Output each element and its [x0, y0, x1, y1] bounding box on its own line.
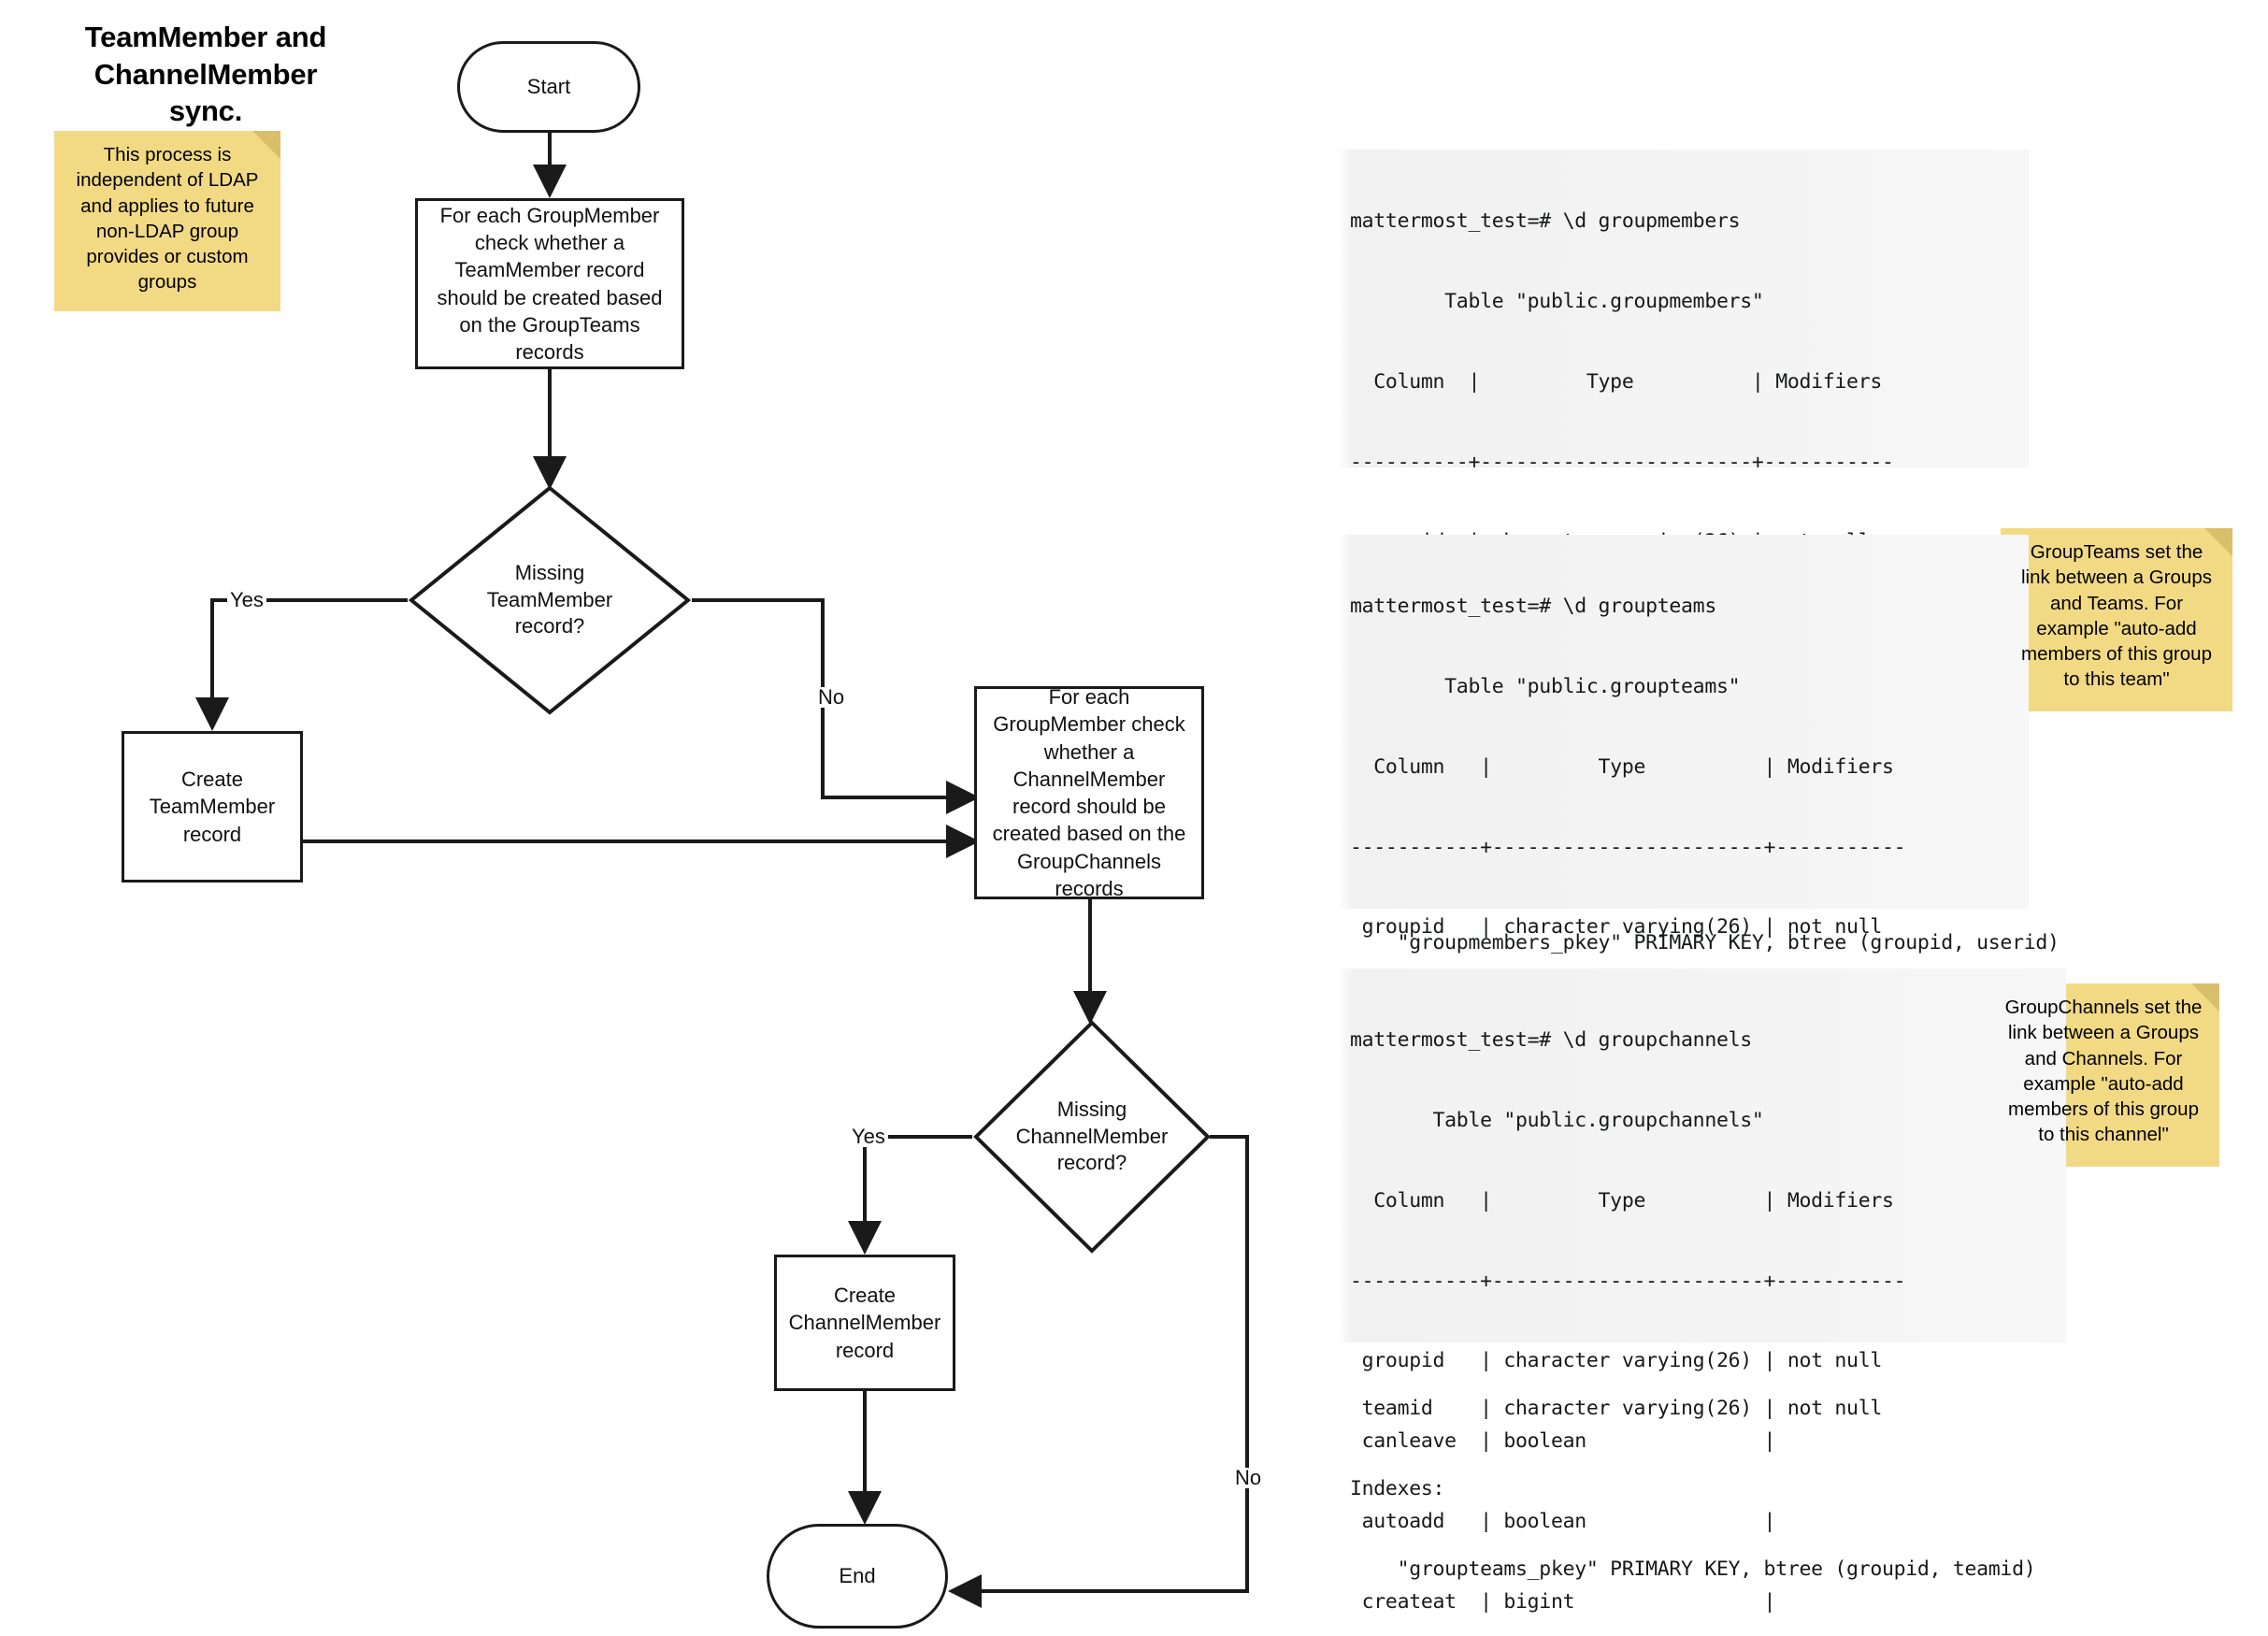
edge-label-teammember-no: No [815, 687, 848, 708]
terminal-line: mattermost_test=# \d groupteams [1350, 595, 1716, 619]
sticky-note-groupteams-text: GroupTeams set the link between a Groups… [2021, 541, 2212, 691]
note-fold-icon [252, 131, 280, 159]
flow-node-start-label: Start [526, 75, 571, 99]
terminal-line: groupid | character varying(26) | not nu… [1350, 915, 1883, 940]
flow-node-process-teammember-label: For each GroupMember check whether a Tea… [437, 203, 663, 364]
edge-decision1-yes [195, 598, 408, 731]
terminal-line: groupid | character varying(26) | not nu… [1350, 1349, 1883, 1373]
flow-node-create-channelmember-label: Create ChannelMember record [788, 1284, 941, 1362]
terminal-output-groupteams: mattermost_test=# \d groupteams Table "p… [1337, 535, 2036, 1581]
terminal-line: -----------+-----------------------+----… [1350, 1269, 1906, 1293]
sticky-note-ldap-text: This process is independent of LDAP and … [76, 144, 259, 294]
flow-node-end[interactable]: End [767, 1524, 948, 1629]
terminal-line: Table "public.groupchannels" [1350, 1108, 1764, 1132]
page-title: TeamMember and ChannelMember sync. [84, 21, 327, 128]
terminal-output-groupchannels: mattermost_test=# \d groupchannels Table… [1337, 969, 2066, 1614]
terminal-line: Column | Type | Modifiers [1350, 369, 1882, 394]
flow-node-process-channelmember[interactable]: For each GroupMember check whether a Cha… [974, 685, 1204, 900]
terminal-line: autoadd | boolean | [1350, 1509, 1776, 1533]
note-fold-icon [2204, 528, 2232, 556]
terminal-line: createat | bigint | [1350, 1589, 1776, 1614]
diamond-shape [973, 1020, 1211, 1254]
note-fold-icon [2191, 983, 2219, 1012]
flow-node-start[interactable]: Start [457, 41, 640, 133]
flow-node-create-teammember-label: Create TeamMember record [149, 768, 276, 846]
terminal-line: "groupmembers_pkey" PRIMARY KEY, btree (… [1350, 931, 2060, 955]
terminal-line: Table "public.groupmembers" [1350, 289, 1764, 313]
terminal-output-groupmembers: mattermost_test=# \d groupmembers Table … [1337, 150, 2060, 1035]
terminal-line: mattermost_test=# \d groupmembers [1350, 209, 1741, 234]
sticky-note-groupteams: GroupTeams set the link between a Groups… [2001, 528, 2232, 711]
flow-node-process-teammember[interactable]: For each GroupMember check whether a Tea… [415, 198, 684, 369]
flow-node-decision-channelmember[interactable]: Missing ChannelMember record? [972, 1019, 1212, 1255]
terminal-line: Indexes: [1350, 1476, 1445, 1500]
sticky-note-ldap: This process is independent of LDAP and … [54, 131, 280, 311]
edge-decision2-yes [848, 1135, 972, 1255]
terminal-line: teamid | character varying(26) | not nul… [1350, 1397, 1883, 1420]
terminal-line: -----------+-----------------------+----… [1350, 835, 1906, 859]
terminal-line: canleave | boolean | [1350, 1429, 1776, 1454]
terminal-line: ----------+-----------------------+-----… [1350, 450, 1894, 474]
flow-node-end-label: End [839, 1564, 876, 1588]
edge-label-teammember-yes: Yes [227, 590, 266, 610]
terminal-line: Column | Type | Modifiers [1350, 1188, 1894, 1213]
sticky-note-groupchannels-text: GroupChannels set the link between a Gro… [2004, 997, 2203, 1146]
terminal-line: mattermost_test=# \d groupchannels [1350, 1028, 1752, 1053]
edge-label-channelmember-no: No [1232, 1468, 1265, 1488]
diamond-shape [408, 485, 692, 715]
terminal-line: Column | Type | Modifiers [1350, 754, 1894, 779]
flow-node-decision-teammember[interactable]: Missing TeamMember record? [408, 484, 692, 716]
terminal-line: Table "public.groupteams" [1350, 674, 1741, 698]
flow-node-create-channelmember[interactable]: Create ChannelMember record [774, 1255, 955, 1391]
flow-node-create-teammember[interactable]: Create TeamMember record [122, 731, 303, 883]
flow-node-process-channelmember-label: For each GroupMember check whether a Cha… [992, 685, 1186, 900]
edge-label-channelmember-yes: Yes [849, 1127, 888, 1147]
